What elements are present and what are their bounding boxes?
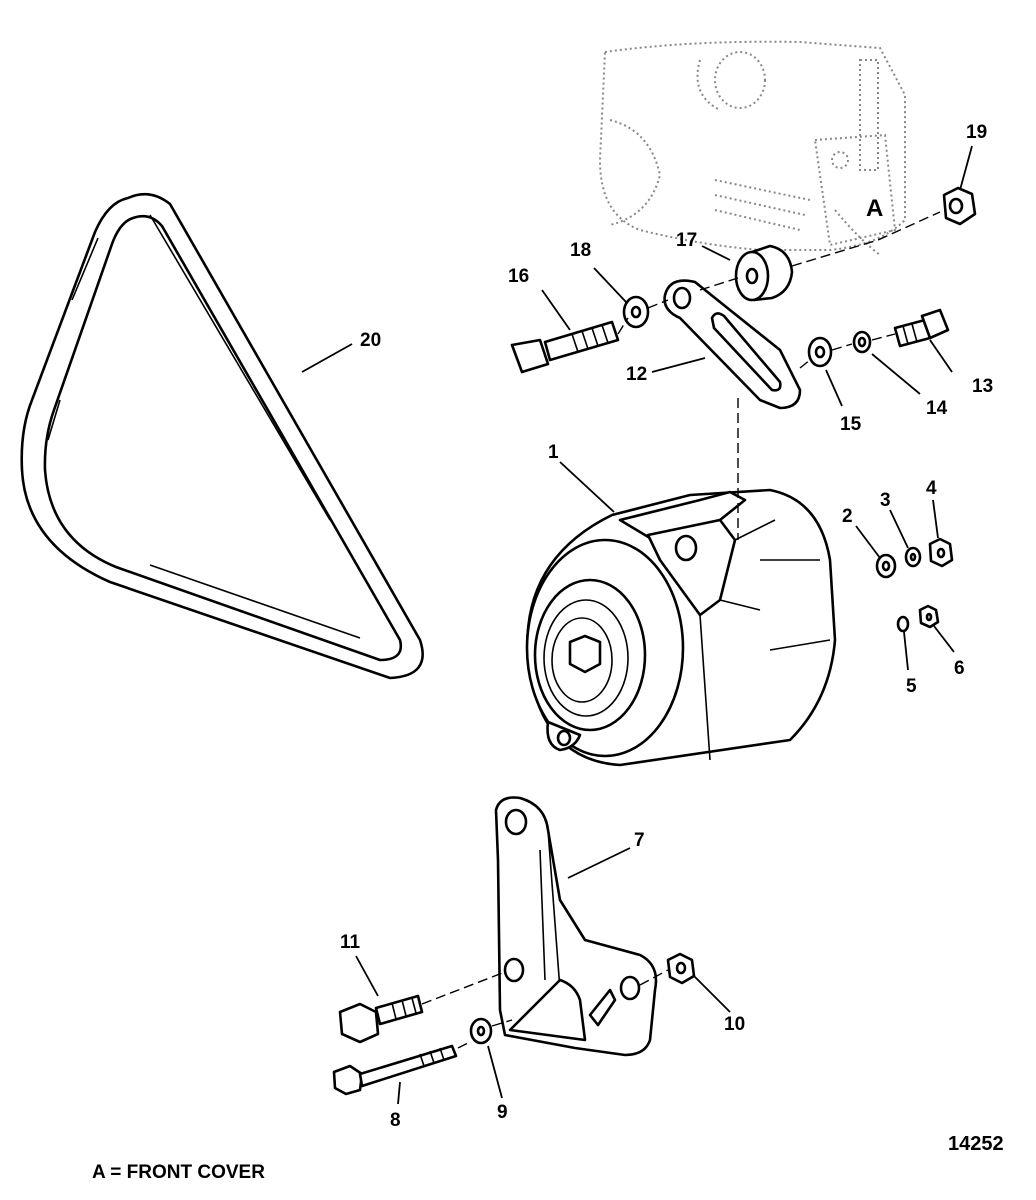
nut-4 [928, 537, 954, 568]
callout-1: 1 [548, 442, 559, 463]
lock-washer-14 [852, 330, 872, 354]
spacer-17 [734, 244, 794, 302]
callout-20: 20 [360, 330, 381, 351]
alternator [525, 488, 837, 767]
figure-number: 14252 [948, 1133, 1004, 1155]
callout-6: 6 [954, 658, 965, 679]
drive-belt [20, 192, 424, 680]
callout-12: 12 [626, 364, 647, 385]
washer-9 [469, 1017, 493, 1045]
nut-6 [918, 604, 940, 629]
callout-11: 11 [340, 932, 361, 953]
callout-7: 7 [634, 830, 645, 851]
front-cover-ghost [598, 40, 906, 256]
assembly-centerlines [421, 211, 941, 1049]
callout-10: 10 [724, 1014, 745, 1035]
callout-16: 16 [508, 266, 529, 287]
bolt-13 [893, 308, 950, 348]
callout-8: 8 [390, 1110, 401, 1131]
callout-5: 5 [906, 676, 917, 697]
lock-washer-3 [904, 546, 922, 568]
callout-3: 3 [880, 490, 891, 511]
flange-bolt-11 [338, 994, 424, 1044]
callout-4: 4 [926, 478, 937, 499]
reference-letter-a: A [866, 195, 883, 222]
legend-front-cover: A = FRONT COVER [92, 1162, 265, 1183]
long-bolt-8 [332, 1044, 458, 1096]
lock-washer-5 [896, 615, 910, 633]
callout-15: 15 [840, 414, 862, 435]
callout-9: 9 [497, 1102, 508, 1123]
callout-14: 14 [926, 398, 948, 419]
leader-lines [301, 145, 973, 1105]
callout-13: 13 [972, 376, 993, 397]
nut-19 [942, 186, 977, 226]
callout-18: 18 [570, 240, 591, 261]
washer-15 [807, 336, 833, 368]
adjusting-bolt [510, 320, 620, 374]
washer-2 [875, 553, 897, 579]
callout-19: 19 [966, 122, 987, 143]
washer-18 [622, 295, 650, 329]
callout-17: 17 [676, 230, 697, 251]
callout-2: 2 [842, 506, 853, 527]
nut-10 [666, 952, 696, 985]
adjusting-bracket [663, 279, 802, 410]
mounting-bracket [494, 796, 658, 1057]
